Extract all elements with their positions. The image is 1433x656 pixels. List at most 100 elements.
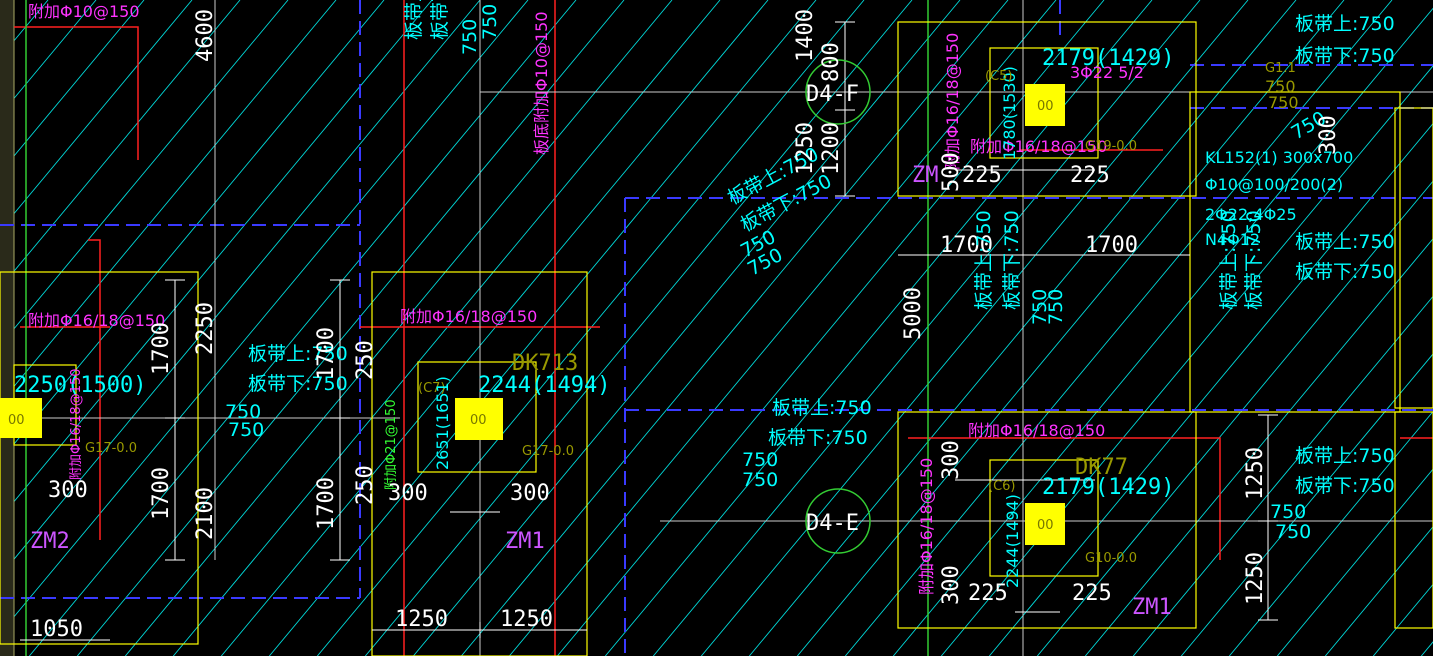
rebar-label: 附加Φ21@150: [384, 399, 399, 490]
column-mark: 00: [8, 413, 25, 428]
hatch-line: [1276, 468, 1433, 656]
band-width: 750: [479, 4, 501, 40]
hatch-line: [0, 0, 481, 577]
hatch-line: [1132, 295, 1433, 656]
dim-300: 300: [388, 481, 428, 506]
dimension-lines: [20, 21, 1278, 641]
rebar-label: 附加Φ16/18@150: [968, 421, 1105, 440]
rebar-label: 附加Φ10@150: [28, 2, 140, 21]
band-label: 板带下:750: [1243, 210, 1265, 310]
beam-label-kl152: KL152(1) 300x700: [1205, 148, 1353, 167]
cap-tag: G19-0.0: [1085, 139, 1137, 154]
dim-300: 300: [510, 481, 550, 506]
hatch-line: [988, 122, 1433, 656]
cap-size: 2651(1651): [433, 376, 452, 470]
hatch-line: [0, 0, 433, 520]
column-mark: 00: [1037, 518, 1054, 533]
zone-zm2: ZM2: [30, 529, 70, 554]
cap-tag: (C5): [985, 69, 1013, 84]
column-left: 00: [0, 398, 42, 438]
hatch-line: [0, 0, 385, 462]
hatch-line: [0, 0, 337, 404]
cap-size: 2244(1494): [478, 373, 610, 398]
hatch-line: [844, 0, 1393, 656]
rebar-label: 板底附加Φ10@150: [532, 12, 551, 156]
beam-side-bars: N4Φ12: [1205, 230, 1260, 249]
cap-tag: (C6): [988, 479, 1016, 494]
beam-tag: 750: [1268, 93, 1299, 112]
band-label: 板带上:750: [1295, 231, 1395, 253]
column-top-right: 00: [1025, 84, 1065, 126]
band-label: 板带上:750: [403, 0, 425, 40]
dim-225: 225: [1070, 163, 1110, 188]
band-width: 750: [228, 419, 264, 441]
dim-2250: 2250: [193, 302, 218, 355]
band-width: 750: [742, 449, 778, 471]
zone-zm: ZM: [912, 163, 939, 188]
cap-tag: G10-0.0: [1085, 551, 1137, 566]
zone-zm1: ZM1: [1132, 595, 1172, 620]
hatch-line: [892, 7, 1433, 656]
dim-1050: 1050: [30, 617, 83, 642]
dim-1250: 1250: [500, 607, 553, 632]
beam-stirrup: Φ10@100/200(2): [1205, 175, 1343, 194]
cap-type-dk77: DK77: [1075, 455, 1128, 480]
rebar-label: 附加Φ16/18@150: [970, 137, 1107, 156]
band-width: 750: [1275, 521, 1311, 543]
axis-bubble-d4f: D4-F: [805, 59, 871, 125]
cap-tag: (C7): [418, 381, 446, 396]
hatch-line: [0, 0, 145, 174]
band-width: 750: [1029, 289, 1051, 325]
hatch-line: [0, 0, 289, 347]
dim-1400: 1400: [793, 9, 818, 62]
hatch-line: [316, 0, 865, 656]
band-label: 板带下:750: [1295, 45, 1395, 67]
dim-300: 300: [1316, 115, 1341, 155]
axis-label-d4e: D4-E: [806, 511, 859, 536]
rebar-label: 附加Φ16/18@150: [28, 311, 165, 330]
hatch-line: [940, 65, 1433, 656]
hatch-line: [460, 0, 1009, 656]
band-label: 板带上:750: [1218, 210, 1240, 310]
rebar-label: 附加Φ16/18@150: [400, 307, 537, 326]
annotations: 附加Φ10@150 4600 板带上:750 板带下:750 750 750 板…: [14, 0, 1395, 642]
band-label: 板带下:750: [429, 0, 451, 40]
band-width: 750: [459, 19, 481, 55]
band-label: 板带下:750: [1295, 261, 1395, 283]
cap-size: 2250(1500): [14, 373, 146, 398]
cap-size: 2244(1494): [1003, 494, 1022, 588]
red-axis-lines: [14, 0, 1433, 656]
band-label: 板带上:750: [1295, 445, 1395, 467]
band-label: 板带下:750: [1295, 475, 1395, 497]
hatch-line: [1036, 180, 1433, 656]
hatch-line: [508, 0, 1057, 656]
cap-size: 1780(1530): [1000, 66, 1019, 160]
band-width: 750: [1270, 501, 1306, 523]
dim-1700: 1700: [1085, 233, 1138, 258]
dim-300: 300: [939, 440, 964, 480]
rebar-label: 附加Φ16/18@150: [69, 368, 84, 480]
cap-size: 2179(1429): [1042, 475, 1174, 500]
dim-2100: 2100: [193, 487, 218, 540]
hatch-line: [1228, 410, 1433, 656]
dim-1200: 1200: [819, 122, 844, 175]
hatch-line: [172, 0, 721, 656]
dim-1700: 1700: [940, 233, 993, 258]
band-width: 750: [742, 469, 778, 491]
hatch-line: [0, 0, 193, 232]
hatch-line: [220, 0, 769, 656]
hatch-line: [1324, 526, 1433, 656]
dim-4600: 4600: [193, 9, 218, 62]
dim-300: 300: [939, 565, 964, 605]
hatch-line: [0, 0, 529, 635]
hatch-line: [652, 0, 1201, 656]
dim-1250: 1250: [793, 122, 818, 175]
band-width: 750: [1045, 289, 1067, 325]
left-wall-edge: [0, 0, 15, 656]
zone-zm1: ZM1: [505, 529, 545, 554]
hatch-line: [1180, 353, 1433, 656]
cap-type-dk713: DK713: [512, 351, 578, 376]
dim-500: 500: [939, 152, 964, 192]
